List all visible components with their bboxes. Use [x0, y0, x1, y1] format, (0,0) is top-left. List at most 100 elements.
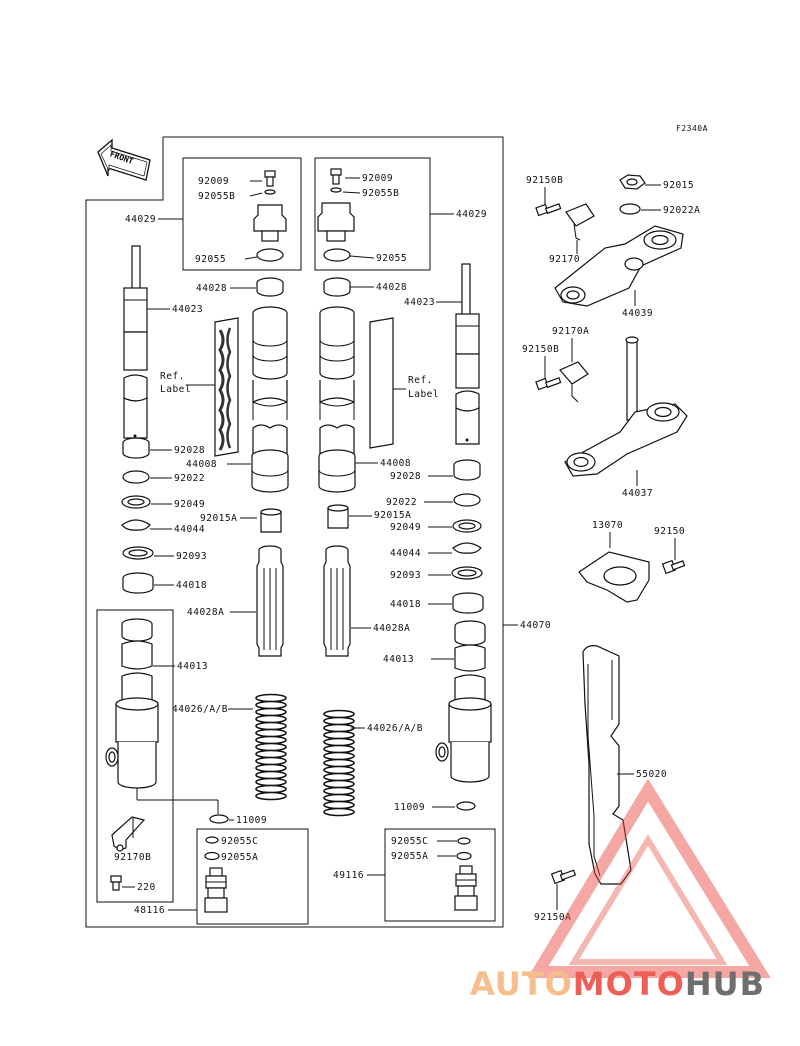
label-92055A-left: 92055A [221, 852, 258, 863]
label-44018-right: 44018 [390, 599, 421, 610]
spring-coil [255, 735, 287, 745]
svg-text:AUTOMOTOHUB: AUTOMOTOHUB [470, 965, 765, 1003]
label-11009-left: 11009 [236, 815, 267, 826]
spacer-44028A-left [256, 545, 284, 657]
label-92009-left: 92009 [198, 176, 229, 187]
bushing-44018-left [122, 572, 154, 594]
spring-coil [323, 772, 355, 782]
spring-coil [255, 777, 287, 787]
ref-label-right-2: Label [408, 389, 439, 400]
cap-bolt-right [317, 168, 355, 262]
watermark-hub: HUB [685, 965, 765, 1003]
label-44029-right: 44029 [456, 209, 487, 220]
gasket-11009-right [456, 801, 476, 811]
bolt-92150 [661, 559, 686, 575]
label-92049-left: 92049 [174, 499, 205, 510]
slider-44008-right [318, 424, 356, 493]
spring-coil [323, 793, 355, 803]
label-44008-right: 44008 [380, 458, 411, 469]
spring-coil [255, 707, 287, 717]
label-44028A-left: 44028A [187, 607, 224, 618]
fork-assembly-boundary [85, 136, 504, 928]
label-44029-left: 44029 [125, 214, 156, 225]
oil-seal-92049-left [121, 495, 151, 509]
label-92055-left: 92055 [195, 254, 226, 265]
spring-coil [323, 758, 355, 768]
spring-coil [255, 714, 287, 724]
watermark-auto: AUTO [470, 965, 573, 1003]
label-44026-left: 44026/A/B [172, 704, 228, 715]
label-92093-right: 92093 [390, 570, 421, 581]
ref-label-left-1: Ref. [160, 371, 185, 382]
label-44028A-right: 44028A [373, 623, 410, 634]
spring-coil [323, 786, 355, 796]
clip-44044-left [121, 519, 151, 531]
spring-coil [323, 723, 355, 733]
lower-triple-clamp [564, 336, 688, 477]
clip-44044-right [452, 542, 482, 554]
dust-seal-92093-left [122, 546, 154, 560]
bushing-92028-left [122, 437, 150, 459]
spring-coil [323, 744, 355, 754]
spring-coil [255, 763, 287, 773]
label-92055C-right: 92055C [391, 836, 428, 847]
cap-box-left [182, 157, 302, 271]
label-44023-left: 44023 [172, 304, 203, 315]
label-44037: 44037 [622, 488, 653, 499]
label-92022-left: 92022 [174, 473, 205, 484]
spring-coil [255, 770, 287, 780]
dust-seal-92093-right [451, 566, 483, 580]
ref-label-right-1: Ref. [408, 375, 433, 386]
label-92015: 92015 [663, 180, 694, 191]
reference-decal-left [214, 317, 239, 457]
spring-coil [323, 716, 355, 726]
fork-guard-55020 [582, 645, 632, 885]
bolt-92150B-upper [535, 203, 562, 217]
label-13070: 13070 [592, 520, 623, 531]
upper-triple-clamp [554, 225, 684, 307]
ref-label-left-2: Label [160, 384, 191, 395]
spring-coil [323, 765, 355, 775]
spring-right [323, 709, 355, 817]
label-92170B: 92170B [114, 852, 151, 863]
label-92009-right: 92009 [362, 173, 393, 184]
front-arrow-icon: FRONT [97, 138, 151, 181]
washer-92022A [619, 203, 641, 215]
spring-coil [323, 751, 355, 761]
cap-bolt-left [253, 170, 287, 262]
collar-44028-right [323, 277, 351, 297]
inner-tube-left [123, 245, 148, 439]
label-92022-right: 92022 [386, 497, 417, 508]
spring-coil [255, 728, 287, 738]
bolt-220 [110, 875, 122, 891]
label-44044-left: 44044 [174, 524, 205, 535]
slider-44008-left [251, 424, 289, 493]
label-92150: 92150 [654, 526, 685, 537]
spring-coil [255, 693, 287, 703]
washer-92022-right [453, 493, 481, 507]
label-44039: 44039 [622, 308, 653, 319]
label-44044-right: 44044 [390, 548, 421, 559]
spring-coil [323, 779, 355, 789]
handlebar-clamp-13070 [578, 551, 650, 603]
watermark-moto: MOTO [573, 965, 685, 1003]
spring-coil [255, 742, 287, 752]
bushing-92028-right [453, 459, 481, 481]
label-92150B-upper: 92150B [526, 175, 563, 186]
spring-coil [255, 700, 287, 710]
collar-44028-left [256, 277, 284, 297]
nut-92015 [619, 174, 646, 190]
label-92150A: 92150A [534, 912, 571, 923]
spring-coil [323, 800, 355, 810]
spring-coil [323, 730, 355, 740]
oring-92055A-left [204, 851, 220, 861]
outer-tube-box-left [96, 609, 174, 903]
bushing-44018-right [452, 592, 484, 614]
washer-92022-left [122, 470, 150, 484]
valve-48116 [204, 867, 228, 913]
label-220: 220 [137, 882, 156, 893]
spring-left [255, 693, 287, 801]
label-44070: 44070 [520, 620, 551, 631]
label-92015A-left: 92015A [200, 513, 237, 524]
label-92055C-left: 92055C [221, 836, 258, 847]
